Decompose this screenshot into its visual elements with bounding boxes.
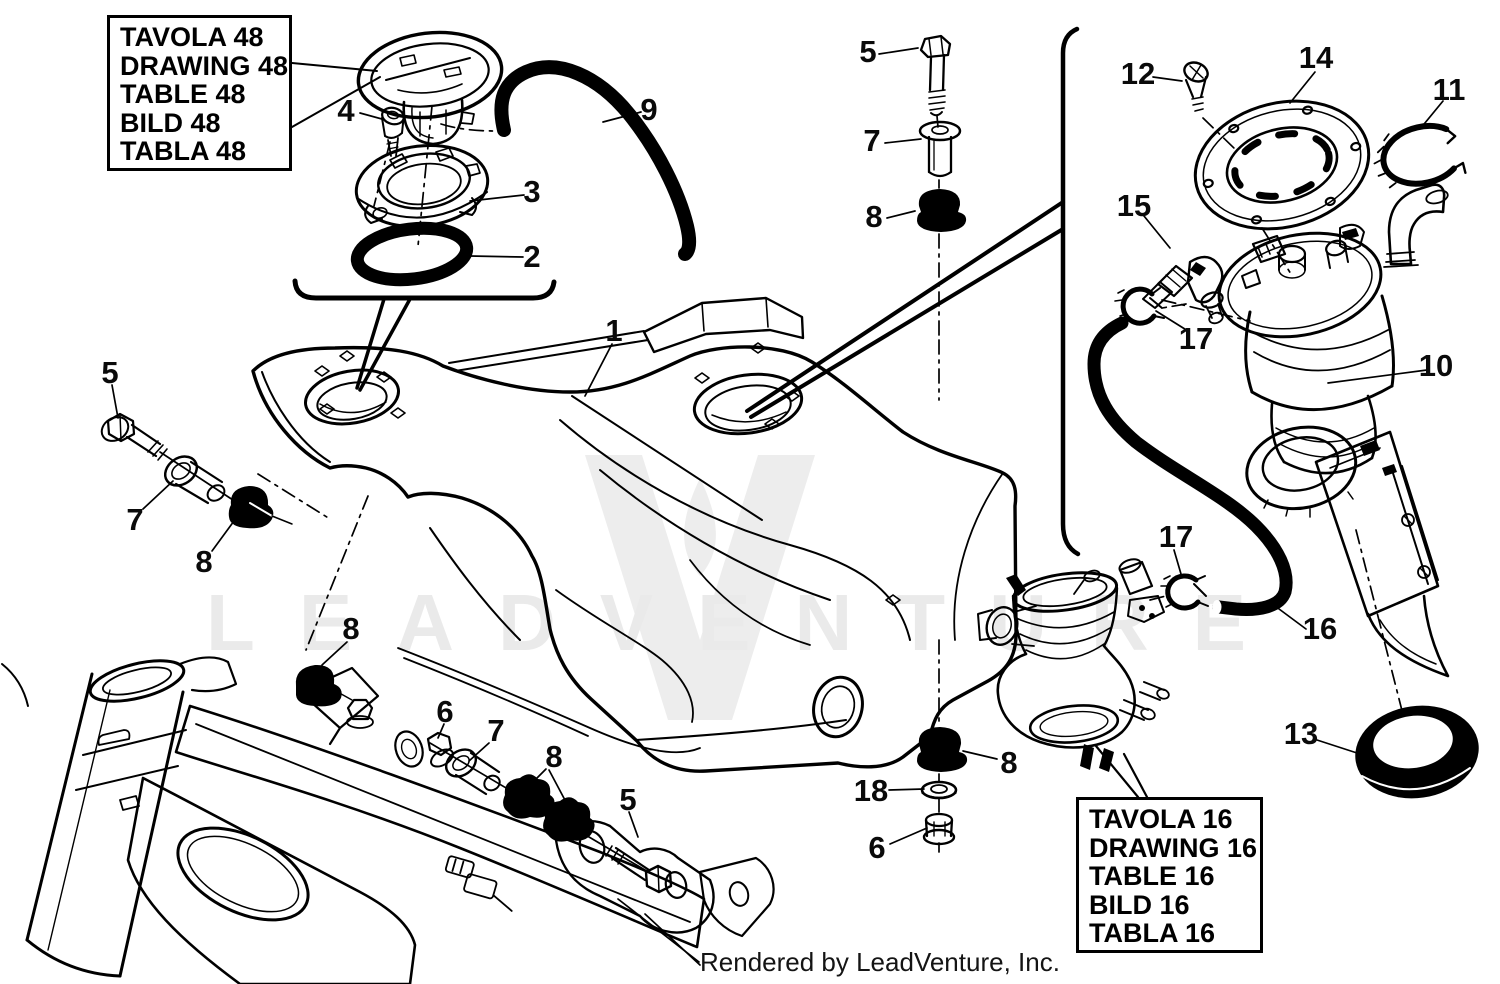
callout-7-mid: 7 <box>487 713 505 748</box>
lock-ring-14 <box>1193 99 1371 231</box>
callout-7-top: 7 <box>863 123 881 158</box>
retaining-clip-11 <box>1373 123 1467 189</box>
hose-clamp-17-lower <box>1160 573 1209 611</box>
table-48-line: TABLE 48 <box>120 79 246 110</box>
table-16-line: TAVOLA 16 <box>1089 804 1233 834</box>
drawing-table-16-box: TAVOLA 16 DRAWING 16 TABLE 16 BILD 16 TA… <box>1076 797 1263 953</box>
table-48-line: DRAWING 48 <box>120 50 289 81</box>
tank-rear-bolt-column <box>917 34 967 232</box>
callout-15: 15 <box>1116 188 1152 223</box>
callout-9: 9 <box>640 92 658 127</box>
fuel-hose-16 <box>1087 316 1293 616</box>
grommet-8-top <box>917 189 967 232</box>
table-48-line: BILD 48 <box>120 107 221 138</box>
fuel-tank <box>251 296 1018 773</box>
rendered-credit: Rendered by LeadVenture, Inc. <box>700 947 1060 977</box>
under-tank-hardware <box>917 727 968 846</box>
box48-pointer <box>291 62 381 128</box>
frame-mount-rubber-8 <box>295 664 374 729</box>
callout-5-bottom: 5 <box>619 782 637 817</box>
watermark-text: LEADVENTURE <box>206 578 1290 667</box>
fuel-cap-assembly <box>350 30 504 287</box>
callout-14: 14 <box>1298 40 1334 75</box>
callout-6-mid: 6 <box>436 694 454 729</box>
callout-4: 4 <box>337 93 355 128</box>
grommet-8-bottom <box>917 727 968 772</box>
callout-8-top: 8 <box>865 199 883 234</box>
callout-10: 10 <box>1418 348 1454 383</box>
callout-2: 2 <box>523 239 541 274</box>
grommet-8-mid-b <box>543 797 595 842</box>
callout-3: 3 <box>523 174 541 209</box>
table-16-line: TABLE 16 <box>1089 861 1215 892</box>
detail-pointer-wedge <box>745 200 1065 419</box>
cap-flange-ring-3 <box>354 143 490 229</box>
callout-5-left: 5 <box>101 355 119 390</box>
callout-1: 1 <box>605 313 623 348</box>
drawing-table-48-box: TAVOLA 48 DRAWING 48 TABLE 48 BILD 48 TA… <box>107 15 292 171</box>
elbow-joint <box>1383 183 1449 268</box>
callout-17-upper: 17 <box>1178 321 1214 356</box>
table-16-line: TABLA 16 <box>1089 918 1216 949</box>
callout-16: 16 <box>1302 611 1338 646</box>
brace-pointer <box>292 278 557 392</box>
table-48-line: TAVOLA 48 <box>120 22 264 52</box>
rear-mount-hardware <box>426 731 673 894</box>
hose-clamp-17-upper <box>1114 286 1165 326</box>
intake-ring-13 <box>1355 705 1479 799</box>
fuel-pump-assembly <box>1114 61 1467 678</box>
front-mount-hardware <box>100 412 293 529</box>
callout-8-mid: 8 <box>545 739 563 774</box>
table-16-line: DRAWING 16 <box>1089 832 1258 863</box>
cap-gasket-2 <box>350 221 474 287</box>
fuel-fitting-15 <box>1142 255 1224 325</box>
section-bracket <box>1060 26 1081 557</box>
axis-lines <box>257 105 1412 853</box>
watermark-logo: LEADVENTURE <box>206 455 1290 720</box>
table-48-line: TABLA 48 <box>120 136 247 167</box>
pump-body-10 <box>1217 223 1450 678</box>
throttle-body <box>977 558 1170 772</box>
frame <box>1 589 775 984</box>
callout-18: 18 <box>853 773 889 808</box>
callout-5-top: 5 <box>859 34 877 69</box>
grommet-8-mid-a <box>503 774 555 819</box>
callout-7-left: 7 <box>126 502 144 537</box>
callout-12: 12 <box>1120 56 1156 91</box>
callout-8-bottom: 8 <box>1000 745 1018 780</box>
callout-13: 13 <box>1283 716 1319 751</box>
table-16-line: BILD 16 <box>1089 889 1190 920</box>
callout-6-bottom: 6 <box>868 830 886 865</box>
grommet-8-left <box>228 486 274 529</box>
fuel-hose-9 <box>494 60 697 261</box>
callout-17-lower: 17 <box>1158 519 1194 554</box>
callout-11: 11 <box>1432 72 1466 107</box>
callout-8-frame: 8 <box>342 611 360 646</box>
callout-8-left: 8 <box>195 544 213 579</box>
